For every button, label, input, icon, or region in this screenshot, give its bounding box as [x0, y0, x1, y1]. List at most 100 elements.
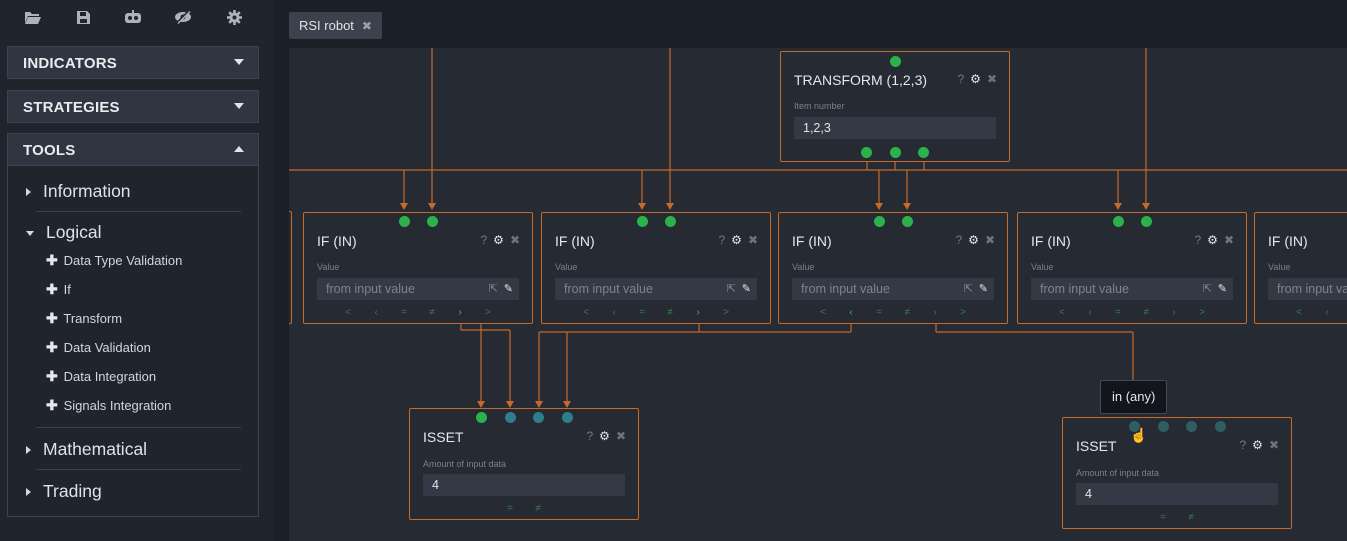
edit-icon[interactable]: ✎: [741, 283, 751, 295]
op-eq[interactable]: =: [507, 503, 513, 514]
output-port[interactable]: [861, 147, 872, 158]
tab-rsi-robot[interactable]: RSI robot✖: [289, 12, 382, 39]
value-field[interactable]: from input val: [1268, 278, 1347, 300]
value-field[interactable]: from input value⇱✎: [1031, 278, 1233, 300]
input-port[interactable]: [890, 56, 901, 67]
node-isset-2[interactable]: ISSET ?⚙✖ Amount of input data 4 =≠: [1062, 417, 1292, 529]
close-icon[interactable]: ✖: [361, 19, 372, 33]
node-if-1[interactable]: IF (IN) ?⚙✖ Value from input value⇱✎ <‹=…: [303, 212, 533, 324]
value-field[interactable]: from input value⇱✎: [792, 278, 994, 300]
op-gte[interactable]: ›: [458, 307, 462, 318]
op-gt[interactable]: >: [1199, 307, 1205, 318]
close-icon[interactable]: ✖: [1223, 233, 1234, 247]
gear-icon[interactable]: ⚙: [493, 233, 504, 247]
close-icon[interactable]: ✖: [747, 233, 758, 247]
input-port[interactable]: [1186, 421, 1197, 432]
op-eq[interactable]: =: [1160, 512, 1166, 523]
value-field[interactable]: from input value⇱✎: [555, 278, 757, 300]
op-eq[interactable]: =: [639, 307, 645, 318]
gear-icon[interactable]: ⚙: [970, 72, 981, 86]
op-lt[interactable]: <: [1059, 307, 1065, 318]
input-port[interactable]: [1215, 421, 1226, 432]
tools-section-header[interactable]: TOOLS: [7, 133, 259, 166]
op-lt[interactable]: <: [345, 307, 351, 318]
close-icon[interactable]: ✖: [615, 429, 626, 443]
input-port[interactable]: [505, 412, 516, 423]
input-port[interactable]: [399, 216, 410, 227]
eye-slash-icon[interactable]: [173, 10, 193, 30]
node-if-3[interactable]: IF (IN) ?⚙✖ Value from input value⇱✎ <‹=…: [778, 212, 1008, 324]
share-icon[interactable]: ⇱: [488, 283, 498, 295]
op-lte[interactable]: ‹: [1325, 307, 1329, 318]
amount-field[interactable]: 4: [1076, 483, 1278, 505]
gear-icon[interactable]: ⚙: [1252, 438, 1263, 452]
tool-transform[interactable]: ✚ Transform: [46, 310, 122, 327]
op-lte[interactable]: ‹: [612, 307, 616, 318]
help-icon[interactable]: ?: [1194, 233, 1202, 247]
category-trading[interactable]: Trading: [26, 481, 102, 502]
help-icon[interactable]: ?: [957, 72, 965, 86]
output-port[interactable]: [890, 147, 901, 158]
item-number-field[interactable]: 1,2,3: [794, 117, 996, 139]
input-port[interactable]: [562, 412, 573, 423]
category-information[interactable]: Information: [26, 181, 131, 202]
input-port[interactable]: [665, 216, 676, 227]
category-logical[interactable]: Logical: [26, 222, 101, 243]
input-port[interactable]: [874, 216, 885, 227]
node-isset-1[interactable]: ISSET ?⚙✖ Amount of input data 4 =≠: [409, 408, 639, 520]
op-gt[interactable]: >: [485, 307, 491, 318]
tool-data-validation[interactable]: ✚ Data Validation: [46, 339, 151, 356]
strategies-section-header[interactable]: STRATEGIES: [7, 90, 259, 123]
gear-icon[interactable]: ⚙: [599, 429, 610, 443]
edit-icon[interactable]: ✎: [503, 283, 513, 295]
op-gt[interactable]: >: [723, 307, 729, 318]
node-transform[interactable]: TRANSFORM (1,2,3) ?⚙✖ Item number 1,2,3: [780, 51, 1010, 162]
input-port[interactable]: [1141, 216, 1152, 227]
input-port[interactable]: [902, 216, 913, 227]
help-icon[interactable]: ?: [1239, 438, 1247, 452]
help-icon[interactable]: ?: [586, 429, 594, 443]
op-neq[interactable]: ≠: [1188, 512, 1194, 523]
share-icon[interactable]: ⇱: [1202, 283, 1212, 295]
op-gte[interactable]: ›: [933, 307, 937, 318]
node-partial-left[interactable]: [289, 211, 292, 324]
input-port[interactable]: [476, 412, 487, 423]
value-field[interactable]: from input value⇱✎: [317, 278, 519, 300]
share-icon[interactable]: ⇱: [963, 283, 973, 295]
help-icon[interactable]: ?: [955, 233, 963, 247]
gear-icon[interactable]: ⚙: [1207, 233, 1218, 247]
op-lte[interactable]: ‹: [374, 307, 378, 318]
gear-icon[interactable]: ⚙: [968, 233, 979, 247]
op-eq[interactable]: =: [876, 307, 882, 318]
op-neq[interactable]: ≠: [535, 503, 541, 514]
input-port[interactable]: [427, 216, 438, 227]
edit-icon[interactable]: ✎: [978, 283, 988, 295]
close-icon[interactable]: ✖: [984, 233, 995, 247]
input-port[interactable]: [1158, 421, 1169, 432]
op-gte[interactable]: ›: [1172, 307, 1176, 318]
edit-icon[interactable]: ✎: [1217, 283, 1227, 295]
node-if-2[interactable]: IF (IN) ?⚙✖ Value from input value⇱✎ <‹=…: [541, 212, 771, 324]
node-if-5[interactable]: IF (IN) Value from input val <‹: [1254, 212, 1347, 324]
op-eq[interactable]: =: [1115, 307, 1121, 318]
node-if-4[interactable]: IF (IN) ?⚙✖ Value from input value⇱✎ <‹=…: [1017, 212, 1247, 324]
save-icon[interactable]: [73, 10, 93, 30]
op-neq[interactable]: ≠: [904, 307, 910, 318]
category-mathematical[interactable]: Mathematical: [26, 439, 147, 460]
help-icon[interactable]: ?: [480, 233, 488, 247]
op-lte[interactable]: ‹: [1088, 307, 1092, 318]
share-icon[interactable]: ⇱: [726, 283, 736, 295]
input-port[interactable]: [637, 216, 648, 227]
indicators-section-header[interactable]: INDICATORS: [7, 46, 259, 79]
op-gt[interactable]: >: [960, 307, 966, 318]
op-lt[interactable]: <: [820, 307, 826, 318]
close-icon[interactable]: ✖: [1268, 438, 1279, 452]
op-neq[interactable]: ≠: [429, 307, 435, 318]
op-lte[interactable]: ‹: [849, 307, 853, 318]
tool-if[interactable]: ✚ If: [46, 281, 71, 298]
input-port[interactable]: [1129, 421, 1140, 432]
amount-field[interactable]: 4: [423, 474, 625, 496]
input-port[interactable]: [533, 412, 544, 423]
folder-open-icon[interactable]: [22, 10, 42, 30]
tool-signals-integration[interactable]: ✚ Signals Integration: [46, 397, 171, 414]
